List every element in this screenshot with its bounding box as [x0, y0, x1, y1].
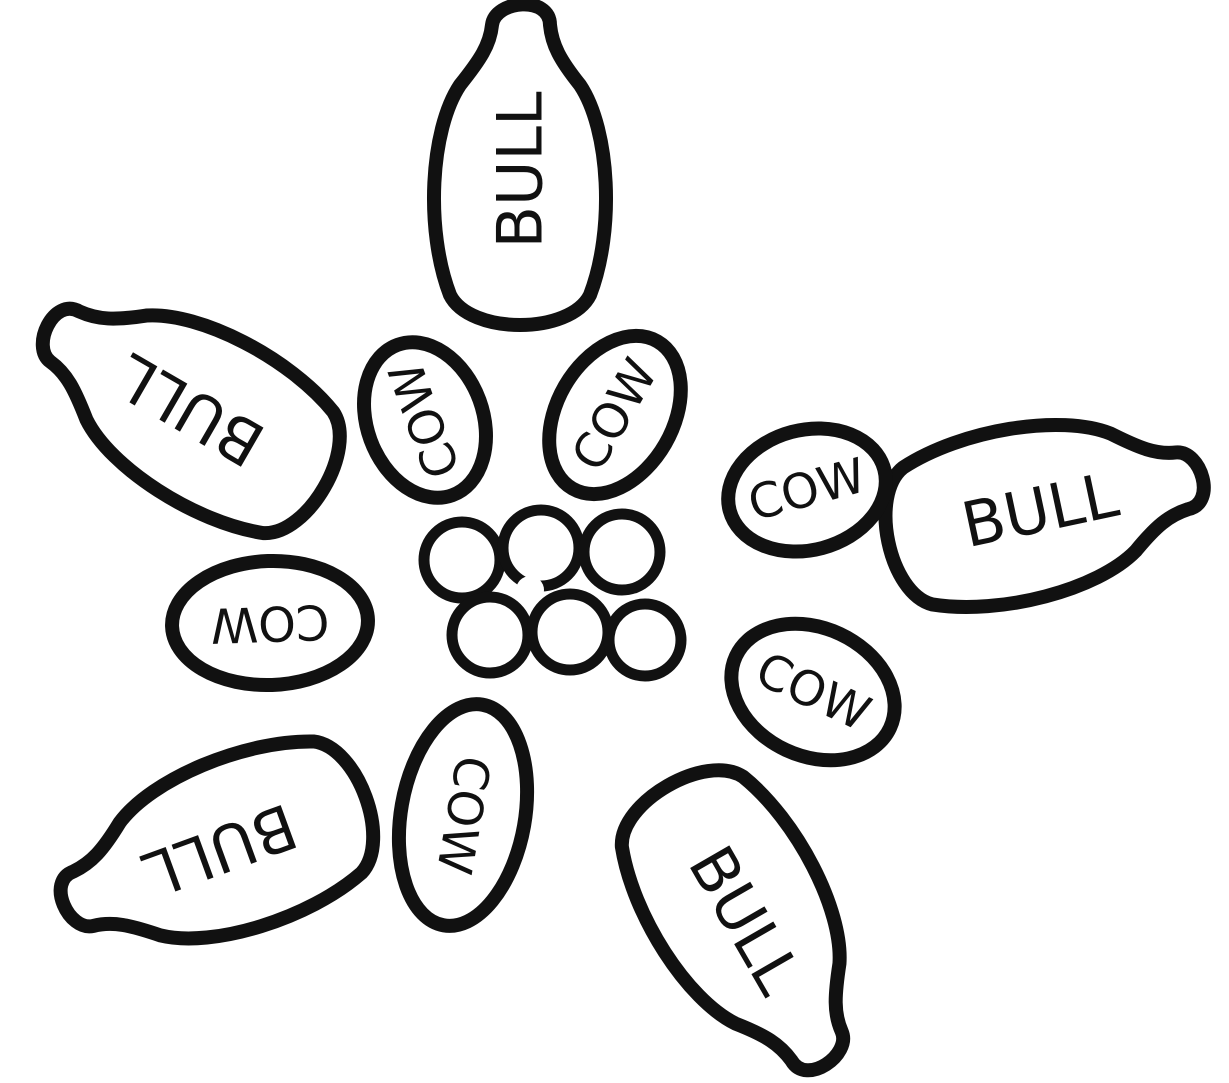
egg — [516, 576, 544, 604]
bull-lower-left: BULL — [35, 716, 395, 987]
bull-top: BULL — [434, 4, 606, 325]
egg — [584, 514, 660, 590]
egg — [532, 594, 608, 670]
egg — [609, 604, 681, 676]
cow-label: COW — [210, 593, 331, 653]
cow-right: COW — [714, 411, 900, 568]
cow-upper-right: COW — [522, 312, 707, 517]
cow-bottom: COW — [382, 694, 543, 936]
cow-upper-left: COW — [343, 325, 507, 515]
egg — [424, 522, 500, 598]
bull-right: BULL — [871, 391, 1220, 626]
egg-cluster — [424, 510, 681, 676]
cow-lower-right: COW — [709, 598, 917, 786]
egg — [452, 597, 528, 673]
egg — [503, 510, 579, 586]
bull-label: BULL — [484, 91, 557, 248]
cow-left: COW — [170, 558, 370, 689]
bull-upper-left: BULL — [4, 253, 368, 562]
bull-bottom: BULL — [593, 743, 902, 1083]
